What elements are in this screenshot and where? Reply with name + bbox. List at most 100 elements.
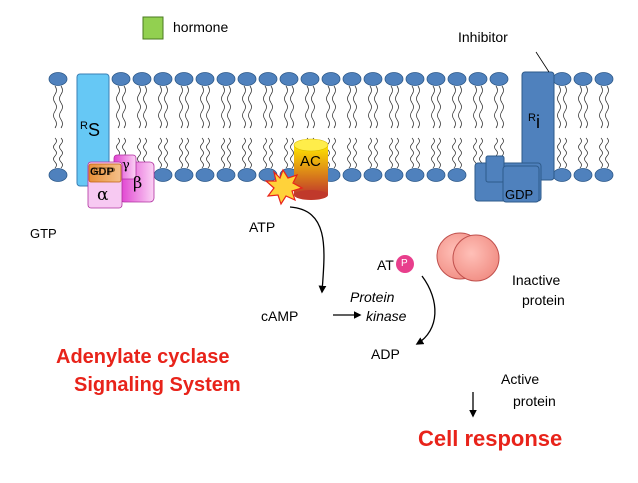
lipid-tail	[158, 85, 162, 129]
lipid-head	[468, 72, 488, 86]
hormone-label: hormone	[173, 19, 229, 35]
lipid-tail	[59, 85, 63, 129]
lipid-tail	[557, 137, 561, 169]
hormone-legend-swatch	[142, 16, 164, 40]
lipid-tail	[59, 137, 63, 169]
lipid-tail	[122, 85, 126, 129]
lipid-tail	[221, 137, 225, 169]
lipid-head	[216, 168, 236, 182]
lipid-tail	[137, 85, 141, 129]
lipid-tail	[179, 137, 183, 169]
lipid-tail	[263, 137, 267, 169]
lipid-tail	[458, 85, 462, 129]
lipid-tail	[458, 137, 462, 169]
ri-gdp-label: GDP	[505, 187, 534, 202]
lipid-head	[447, 168, 467, 182]
lipid-tail	[116, 85, 120, 129]
lipid-tail	[185, 85, 189, 129]
lipid-tail	[290, 85, 294, 129]
lipid-tail	[248, 85, 252, 129]
gdp-label: GDP	[90, 166, 114, 178]
lipid-tail	[227, 137, 231, 169]
lipid-tail	[143, 85, 147, 129]
lipid-tail	[206, 137, 210, 169]
lipid-tail	[389, 137, 393, 169]
rs-receptor-label: RS	[80, 120, 100, 140]
lipid-head	[237, 72, 257, 86]
lipid-tail	[269, 137, 273, 169]
inactive-protein-line2: protein	[522, 292, 565, 308]
lipid-tail	[221, 85, 225, 129]
lipid-tail	[290, 137, 294, 169]
free-gtp-label: GTP	[30, 226, 57, 241]
lipid-tail	[347, 85, 351, 129]
lipid-head	[363, 168, 383, 182]
lipid-head	[426, 168, 446, 182]
lipid-head	[195, 168, 215, 182]
lipid-tail	[452, 137, 456, 169]
lipid-tail	[494, 85, 498, 129]
lipid-head	[384, 72, 404, 86]
lipid-tail	[326, 85, 330, 129]
lipid-tail	[584, 137, 588, 169]
camp-label: cAMP	[261, 308, 299, 324]
active-protein-line2: protein	[513, 393, 556, 409]
lipid-head	[342, 72, 362, 86]
lipid-tail	[437, 85, 441, 129]
lipid-head	[594, 168, 614, 182]
lipid-tail	[185, 137, 189, 169]
lipid-tail	[599, 137, 603, 169]
phosphate-circle	[396, 255, 414, 273]
lipid-head	[321, 72, 341, 86]
protein-kinase-label-2: kinase	[366, 308, 407, 324]
activation-starburst	[264, 168, 304, 206]
lipid-tail	[410, 137, 414, 169]
lipid-head	[153, 72, 173, 86]
lipid-tail	[305, 85, 309, 129]
lipid-tail	[416, 85, 420, 129]
lipid-tail	[437, 137, 441, 169]
lipid-head	[594, 72, 614, 86]
beta-label: β	[133, 173, 143, 192]
lipid-tail	[605, 85, 609, 129]
title-line2: Signaling System	[74, 374, 241, 396]
lipid-tail	[311, 85, 315, 129]
lipid-tail	[416, 137, 420, 169]
lipid-tail	[395, 137, 399, 169]
lipid-tail	[200, 137, 204, 169]
adp-label: ADP	[371, 346, 400, 362]
lipid-tail	[473, 137, 477, 169]
lipid-head	[447, 72, 467, 86]
lipid-tail	[374, 137, 378, 169]
lipid-tail	[500, 85, 504, 129]
gamma-label: γ	[122, 158, 130, 173]
protein-kinase-label-1: Protein	[350, 289, 395, 305]
lipid-head	[552, 168, 572, 182]
gdp-box	[88, 163, 122, 183]
lipid-tail	[368, 137, 372, 169]
lipid-tail	[200, 85, 204, 129]
ri-g-protein	[474, 155, 542, 203]
lipid-head	[153, 168, 173, 182]
lipid-tail	[53, 85, 57, 129]
alpha-label: α	[97, 185, 109, 205]
atp-to-camp-arrow	[289, 206, 327, 294]
cell-response-label: Cell response	[418, 426, 563, 451]
atp-label: ATP	[249, 219, 276, 235]
ri-receptor-label: Ri	[528, 112, 540, 132]
lipid-head	[174, 72, 194, 86]
lipid-tail	[431, 85, 435, 129]
lipid-tail	[347, 137, 351, 169]
lipid-tail	[353, 137, 357, 169]
gtp-overlay-label: GTP	[93, 166, 116, 178]
lipid-tail	[263, 85, 267, 129]
lipid-tail	[578, 137, 582, 169]
lipid-head	[132, 72, 152, 86]
lipid-tail	[563, 85, 567, 129]
lipid-head	[48, 168, 68, 182]
lipid-head	[111, 72, 131, 86]
lipid-head	[573, 72, 593, 86]
lipid-tail	[431, 137, 435, 169]
lipid-tail	[353, 85, 357, 129]
lipid-tail	[326, 137, 330, 169]
